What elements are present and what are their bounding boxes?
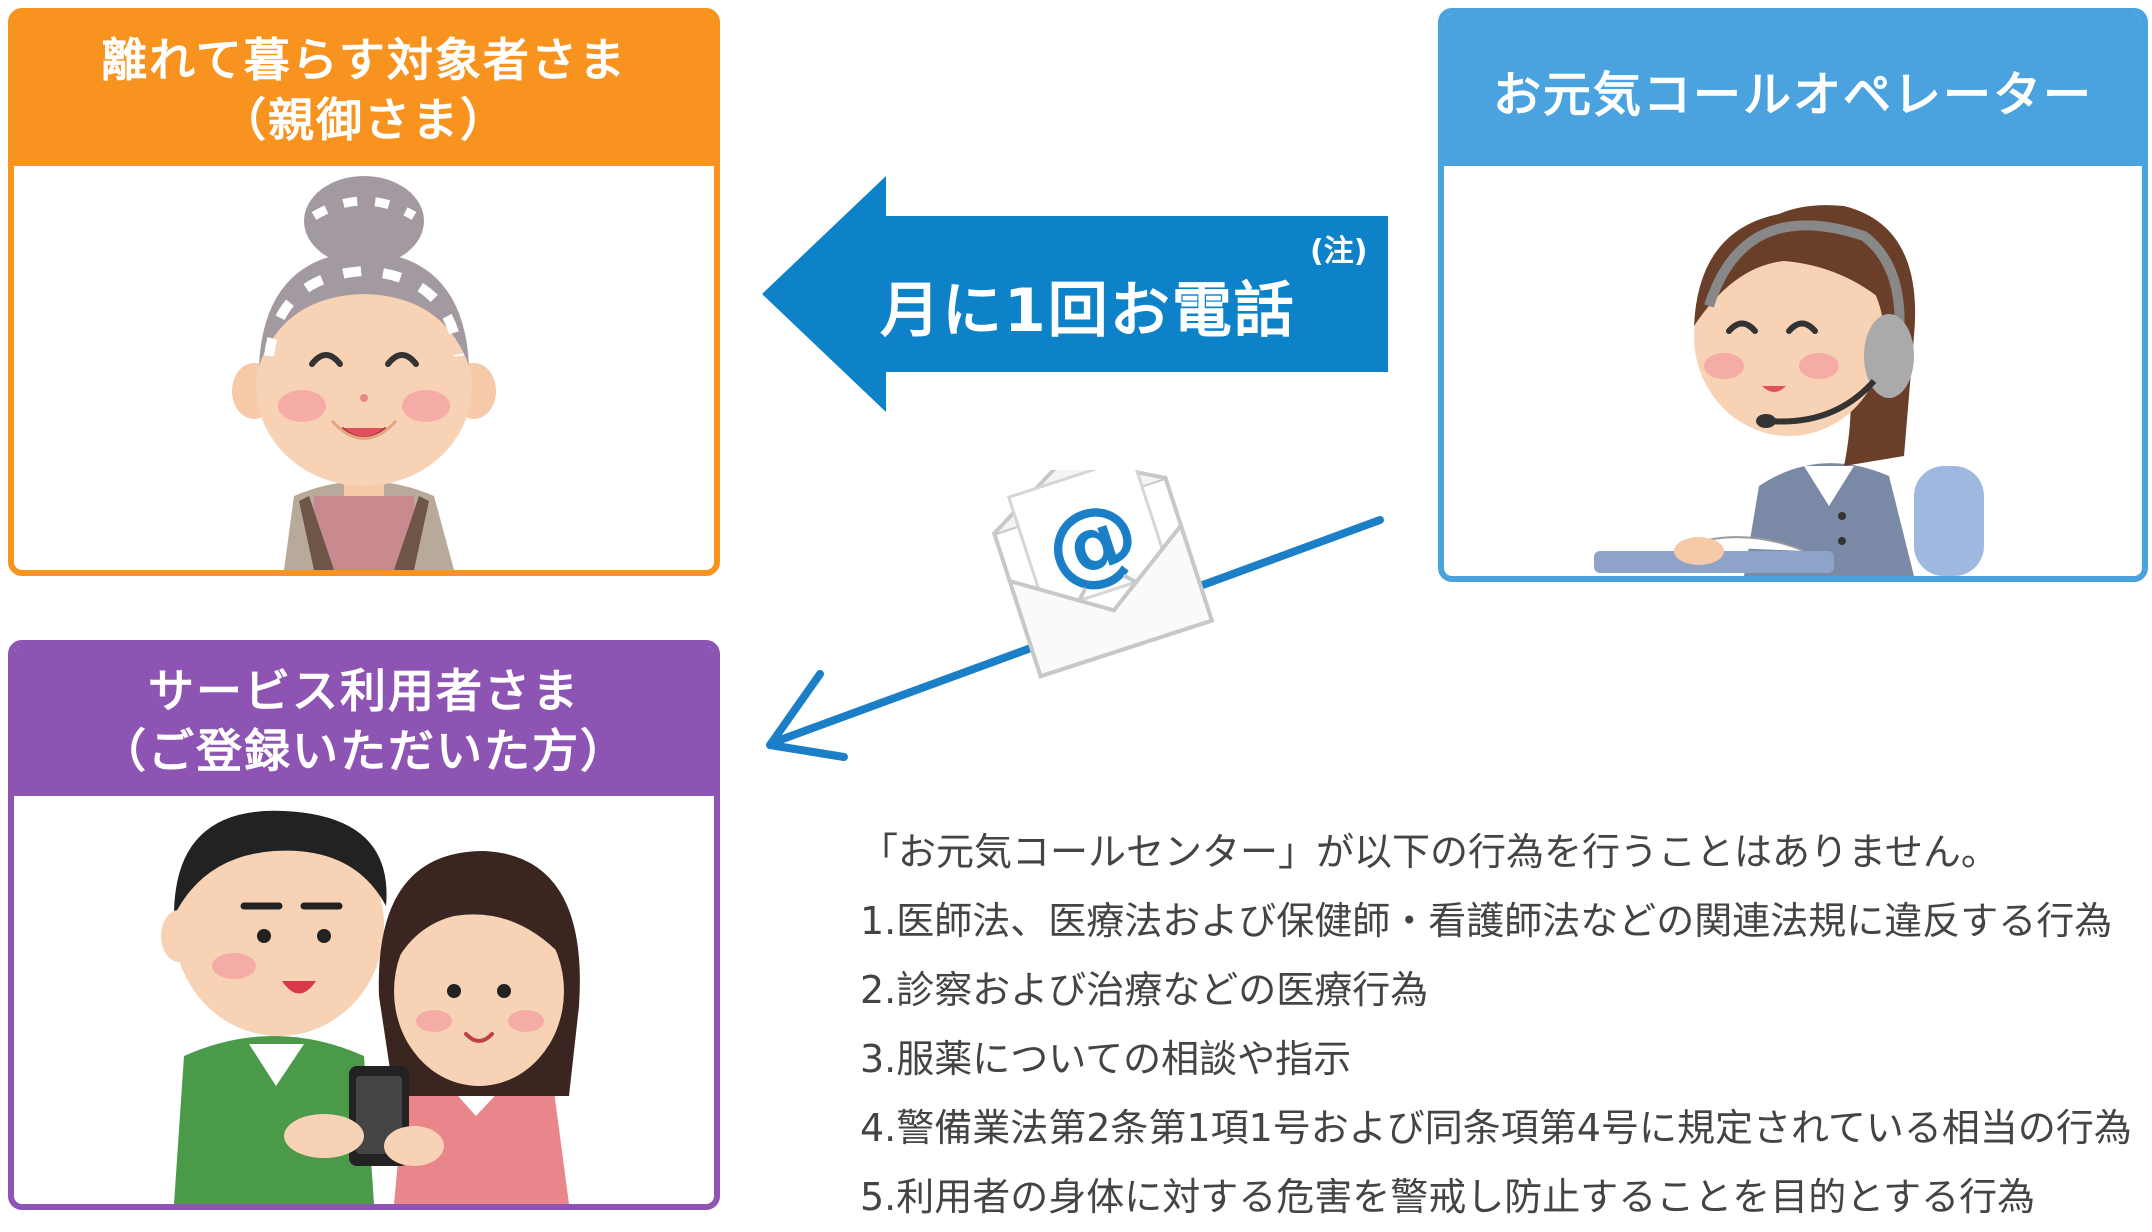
- operator-box: お元気コールオペレーター: [1438, 8, 2148, 582]
- parent-title-line2: （親御さま）: [220, 93, 508, 147]
- user-box-header: サービス利用者さま （ご登録いただいた方）: [14, 646, 714, 796]
- operator-illustration: [1594, 205, 1984, 576]
- operator-box-body: [1444, 166, 2142, 576]
- envelope-icon: @: [991, 470, 1215, 679]
- parent-title-line1: 離れて暮らす対象者さま: [101, 33, 627, 87]
- parent-box-header: 離れて暮らす対象者さま （親御さま）: [14, 14, 714, 166]
- notes-item-1: 1.医師法、医療法および保健師・看護師法などの関連法規に違反する行為: [860, 899, 2113, 943]
- elderly-woman-illustration: [232, 176, 496, 570]
- couple-with-phone-illustration: [161, 810, 580, 1204]
- notes-heading: 「お元気コールセンター」が以下の行為を行うことはありません。: [860, 830, 1999, 874]
- user-box-body: [14, 796, 714, 1204]
- monthly-call-arrow: [762, 176, 1388, 412]
- parent-box-body: [14, 166, 714, 570]
- user-box: サービス利用者さま （ご登録いただいた方）: [8, 640, 720, 1210]
- disclaimer-notes: 「お元気コールセンター」が以下の行為を行うことはありません。 1.医師法、医療法…: [860, 818, 2140, 1232]
- parent-box: 離れて暮らす対象者さま （親御さま）: [8, 8, 720, 576]
- operator-box-header: お元気コールオペレーター: [1444, 14, 2142, 166]
- operator-title: お元気コールオペレーター: [1492, 67, 2093, 123]
- monthly-call-note: (注): [1310, 234, 1368, 269]
- monthly-call-label: 月に1回お電話: [880, 276, 1296, 346]
- user-title-line1: サービス利用者さま: [148, 664, 580, 718]
- notes-item-3: 3.服薬についての相談や指示: [860, 1037, 1352, 1081]
- notes-item-4: 4.警備業法第2条第1項1号および同条項第4号に規定されている相当の行為: [860, 1106, 2132, 1150]
- notes-item-5: 5.利用者の身体に対する危害を警戒し防止することを目的とする行為: [860, 1175, 2036, 1219]
- email-report-arrow: @: [766, 470, 1384, 761]
- notes-item-2: 2.診察および治療などの医療行為: [860, 968, 1429, 1012]
- user-title-line2: （ご登録いただいた方）: [100, 724, 628, 778]
